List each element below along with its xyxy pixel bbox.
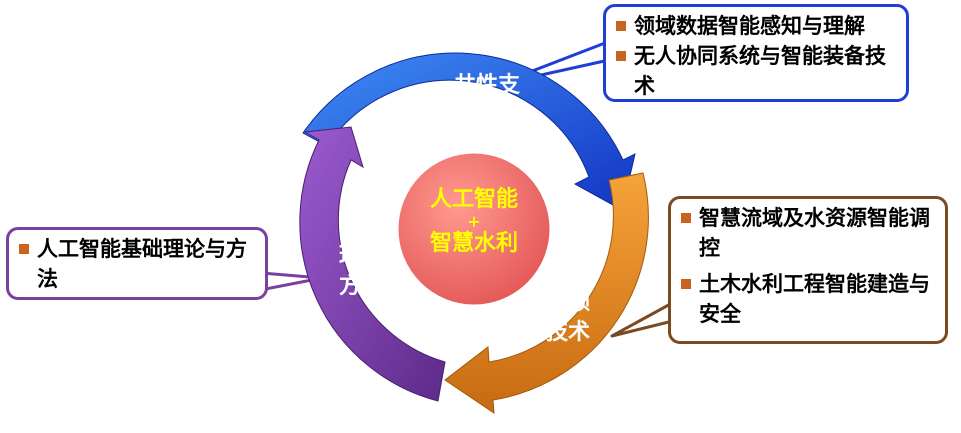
callout-left-item-text: 人工智能基础理论与方法 <box>37 237 247 291</box>
callout-top-item-text: 无人协同系统与智能装备技术 <box>634 44 886 98</box>
segment-top-line1: 共性支 <box>453 73 520 98</box>
callout-right-item: 智慧流域及水资源智能调控 <box>681 203 937 263</box>
segment-right-line3: 技术 <box>545 320 590 345</box>
segment-left-line2: 理论 <box>338 244 383 269</box>
center-circle <box>395 150 553 308</box>
segment-left-label: 基础 理论 方法 <box>331 212 391 302</box>
bullet-square-icon <box>681 279 691 289</box>
bullet-square-icon <box>681 213 691 223</box>
callout-left-item: 人工智能基础理论与方法 <box>19 234 257 294</box>
callout-right: 智慧流域及水资源智能调控 土木水利工程智能建造与安全 <box>668 196 948 344</box>
bullet-square-icon <box>616 21 626 31</box>
center-line2: 智慧水利 <box>429 231 518 256</box>
segment-right-label: 应用 引领 技术 <box>538 258 598 348</box>
center-plus: + <box>467 212 481 231</box>
segment-left-line1: 基础 <box>338 214 383 239</box>
center-label: 人工智能 + 智慧水利 <box>409 186 539 258</box>
callout-right-item-text: 土木水利工程智能建造与安全 <box>699 272 930 326</box>
bullet-square-icon <box>616 51 626 61</box>
segment-top-label: 共性支 撑技术 <box>437 71 537 131</box>
callout-top-item: 无人协同系统与智能装备技术 <box>616 41 898 101</box>
segment-left-line3: 方法 <box>338 274 383 299</box>
callout-top: 领域数据智能感知与理解 无人协同系统与智能装备技术 <box>603 4 909 102</box>
center-line1: 人工智能 <box>429 187 518 212</box>
segment-right-arrow <box>444 172 649 414</box>
bullet-square-icon <box>19 244 29 254</box>
segment-right-line1: 应用 <box>545 260 590 285</box>
callout-right-item-text: 智慧流域及水资源智能调控 <box>699 206 930 260</box>
segment-top-line2: 撑技术 <box>453 103 520 128</box>
callout-left: 人工智能基础理论与方法 <box>6 227 268 300</box>
callout-top-item: 领域数据智能感知与理解 <box>616 11 898 41</box>
segment-left-arrow <box>299 126 446 402</box>
callout-top-item-text: 领域数据智能感知与理解 <box>634 14 865 38</box>
segment-right-line2: 引领 <box>545 290 590 315</box>
callout-right-item: 土木水利工程智能建造与安全 <box>681 269 937 329</box>
